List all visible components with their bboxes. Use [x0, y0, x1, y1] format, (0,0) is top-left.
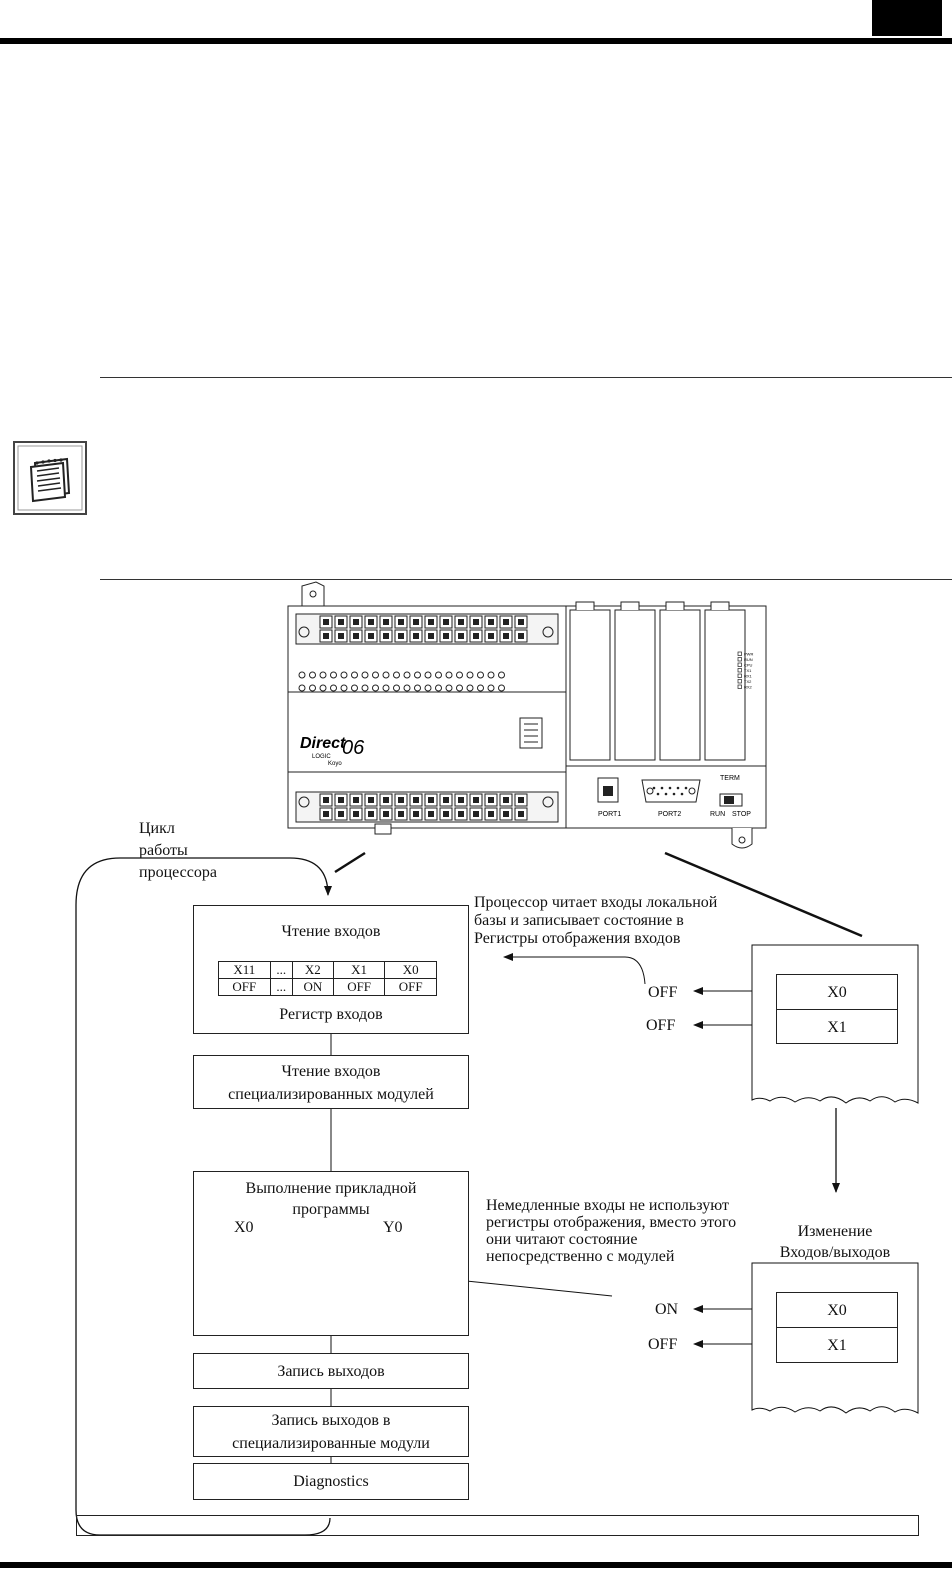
io-module-top-outline: [751, 944, 919, 1104]
input-register-table: X11 ... X2 X1 X0 OFF ... ON OFF OFF: [218, 961, 437, 996]
write-special-line2: специализированные модули: [232, 1435, 430, 1452]
io-change-line2: Входов/выходов: [779, 1244, 891, 1261]
note-rule-top: [100, 377, 952, 378]
module-top-x1-label: X1: [827, 1019, 847, 1036]
run-label: RUN: [710, 811, 725, 818]
write-outputs-box: Запись выходов: [193, 1353, 469, 1389]
note-immediate-inputs: Немедленные входы не используют регистры…: [486, 1197, 796, 1265]
note-immediate-line2: регистры отображения, вместо этого: [486, 1214, 737, 1231]
cycle-label-line3: процессора: [139, 864, 217, 881]
status-led-label: CPU: [744, 663, 753, 668]
plc-maker: Koyo: [328, 761, 342, 767]
register-caption: Регистр входов: [279, 1006, 383, 1023]
module-bottom-x1: X1: [776, 1327, 898, 1363]
bottom-strip: [76, 1515, 919, 1536]
cycle-label-line1: Цикл: [139, 820, 175, 837]
read-special-line1: Чтение входов: [281, 1063, 381, 1080]
note-read-inputs-line1: Процессор читает входы локальной: [474, 894, 718, 911]
cycle-label: Цикл работы процессора: [139, 818, 217, 884]
register-value-row: OFF ... ON OFF OFF: [218, 978, 437, 996]
header-rule: [0, 38, 952, 44]
register-header-cell: X1: [332, 961, 386, 979]
io-module-bottom-outline: [751, 1262, 919, 1414]
register-header-cell: X0: [384, 961, 437, 979]
write-outputs-label: Запись выходов: [277, 1363, 385, 1380]
cycle-label-line2: работы: [139, 842, 188, 859]
write-special-box: Запись выходов в специализированные моду…: [193, 1406, 469, 1457]
cycle-loop-arrow: [75, 857, 332, 1536]
register-header-cell: ...: [269, 961, 293, 979]
register-header-row: X11 ... X2 X1 X0: [218, 961, 437, 979]
port2-label: PORT2: [658, 811, 681, 818]
register-header-cell: X11: [218, 961, 271, 979]
plc-sub-brand: LOGIC: [312, 754, 331, 760]
note-read-inputs: Процессор читает входы локальной базы и …: [474, 894, 774, 948]
register-header-cell: X2: [291, 961, 334, 979]
state-off-3: OFF: [648, 1336, 678, 1353]
module-top-x0-label: X0: [827, 984, 847, 1001]
status-led-label: TX2: [744, 679, 752, 684]
port1-label: PORT1: [598, 811, 621, 818]
note-immediate-line4: непосредственно с модулей: [486, 1248, 675, 1265]
read-inputs-title: Чтение входов: [281, 923, 381, 940]
contact-label: X0: [234, 1219, 254, 1236]
status-led-label: TX1: [744, 668, 752, 673]
plc-model: 06: [342, 737, 365, 759]
register-value-cell: OFF: [384, 978, 437, 996]
execute-title-line2: программы: [292, 1201, 370, 1218]
footer-rule: [0, 1562, 952, 1568]
coil-label: Y0: [383, 1219, 403, 1236]
state-on: ON: [655, 1301, 679, 1318]
io-change-line1: Изменение: [797, 1223, 873, 1240]
term-label: TERM: [720, 775, 740, 782]
module-bottom-x0: X0: [776, 1292, 898, 1328]
module-top-x0: X0: [776, 974, 898, 1010]
status-led-label: RX1: [744, 674, 753, 679]
status-led-label: RX2: [744, 685, 753, 690]
module-top-x1: X1: [776, 1009, 898, 1044]
register-value-cell: OFF: [332, 978, 386, 996]
register-value-cell: ON: [291, 978, 334, 996]
notepad-icon: [13, 441, 87, 515]
register-value-cell: OFF: [218, 978, 271, 996]
register-value-cell: ...: [269, 978, 293, 996]
read-special-box: Чтение входов специализированных модулей: [193, 1055, 469, 1109]
io-change-label: Изменение Входов/выходов: [760, 1221, 910, 1263]
module-bottom-x0-label: X0: [827, 1302, 847, 1319]
note-rule-bottom: [100, 579, 952, 580]
note-read-inputs-line3: Регистры отображения входов: [474, 930, 681, 947]
read-special-line2: специализированных модулей: [228, 1086, 434, 1103]
write-special-line1: Запись выходов в: [271, 1412, 391, 1429]
diagnostics-box: Diagnostics: [193, 1463, 469, 1500]
status-led-label: RUN: [744, 657, 753, 662]
plc-brand: Direct: [300, 735, 346, 752]
execute-program-box: Выполнение прикладной программы X0 Y0: [193, 1171, 469, 1336]
status-led-label: PWR: [744, 652, 753, 657]
read-inputs-box: Чтение входов X11 ... X2 X1 X0 OFF ... O…: [193, 905, 469, 1034]
module-bottom-x1-label: X1: [827, 1337, 847, 1354]
page-number-tab: [872, 0, 942, 36]
state-off-1: OFF: [648, 984, 678, 1001]
note-immediate-line3: они читают состояние: [486, 1231, 638, 1248]
stop-label: STOP: [732, 811, 751, 818]
note-read-inputs-line2: базы и записывает состояние в: [474, 912, 684, 929]
execute-title-line1: Выполнение прикладной: [245, 1180, 417, 1197]
state-off-2: OFF: [646, 1017, 676, 1034]
note-immediate-line1: Немедленные входы не используют: [486, 1197, 729, 1214]
diagnostics-label: Diagnostics: [293, 1473, 369, 1490]
